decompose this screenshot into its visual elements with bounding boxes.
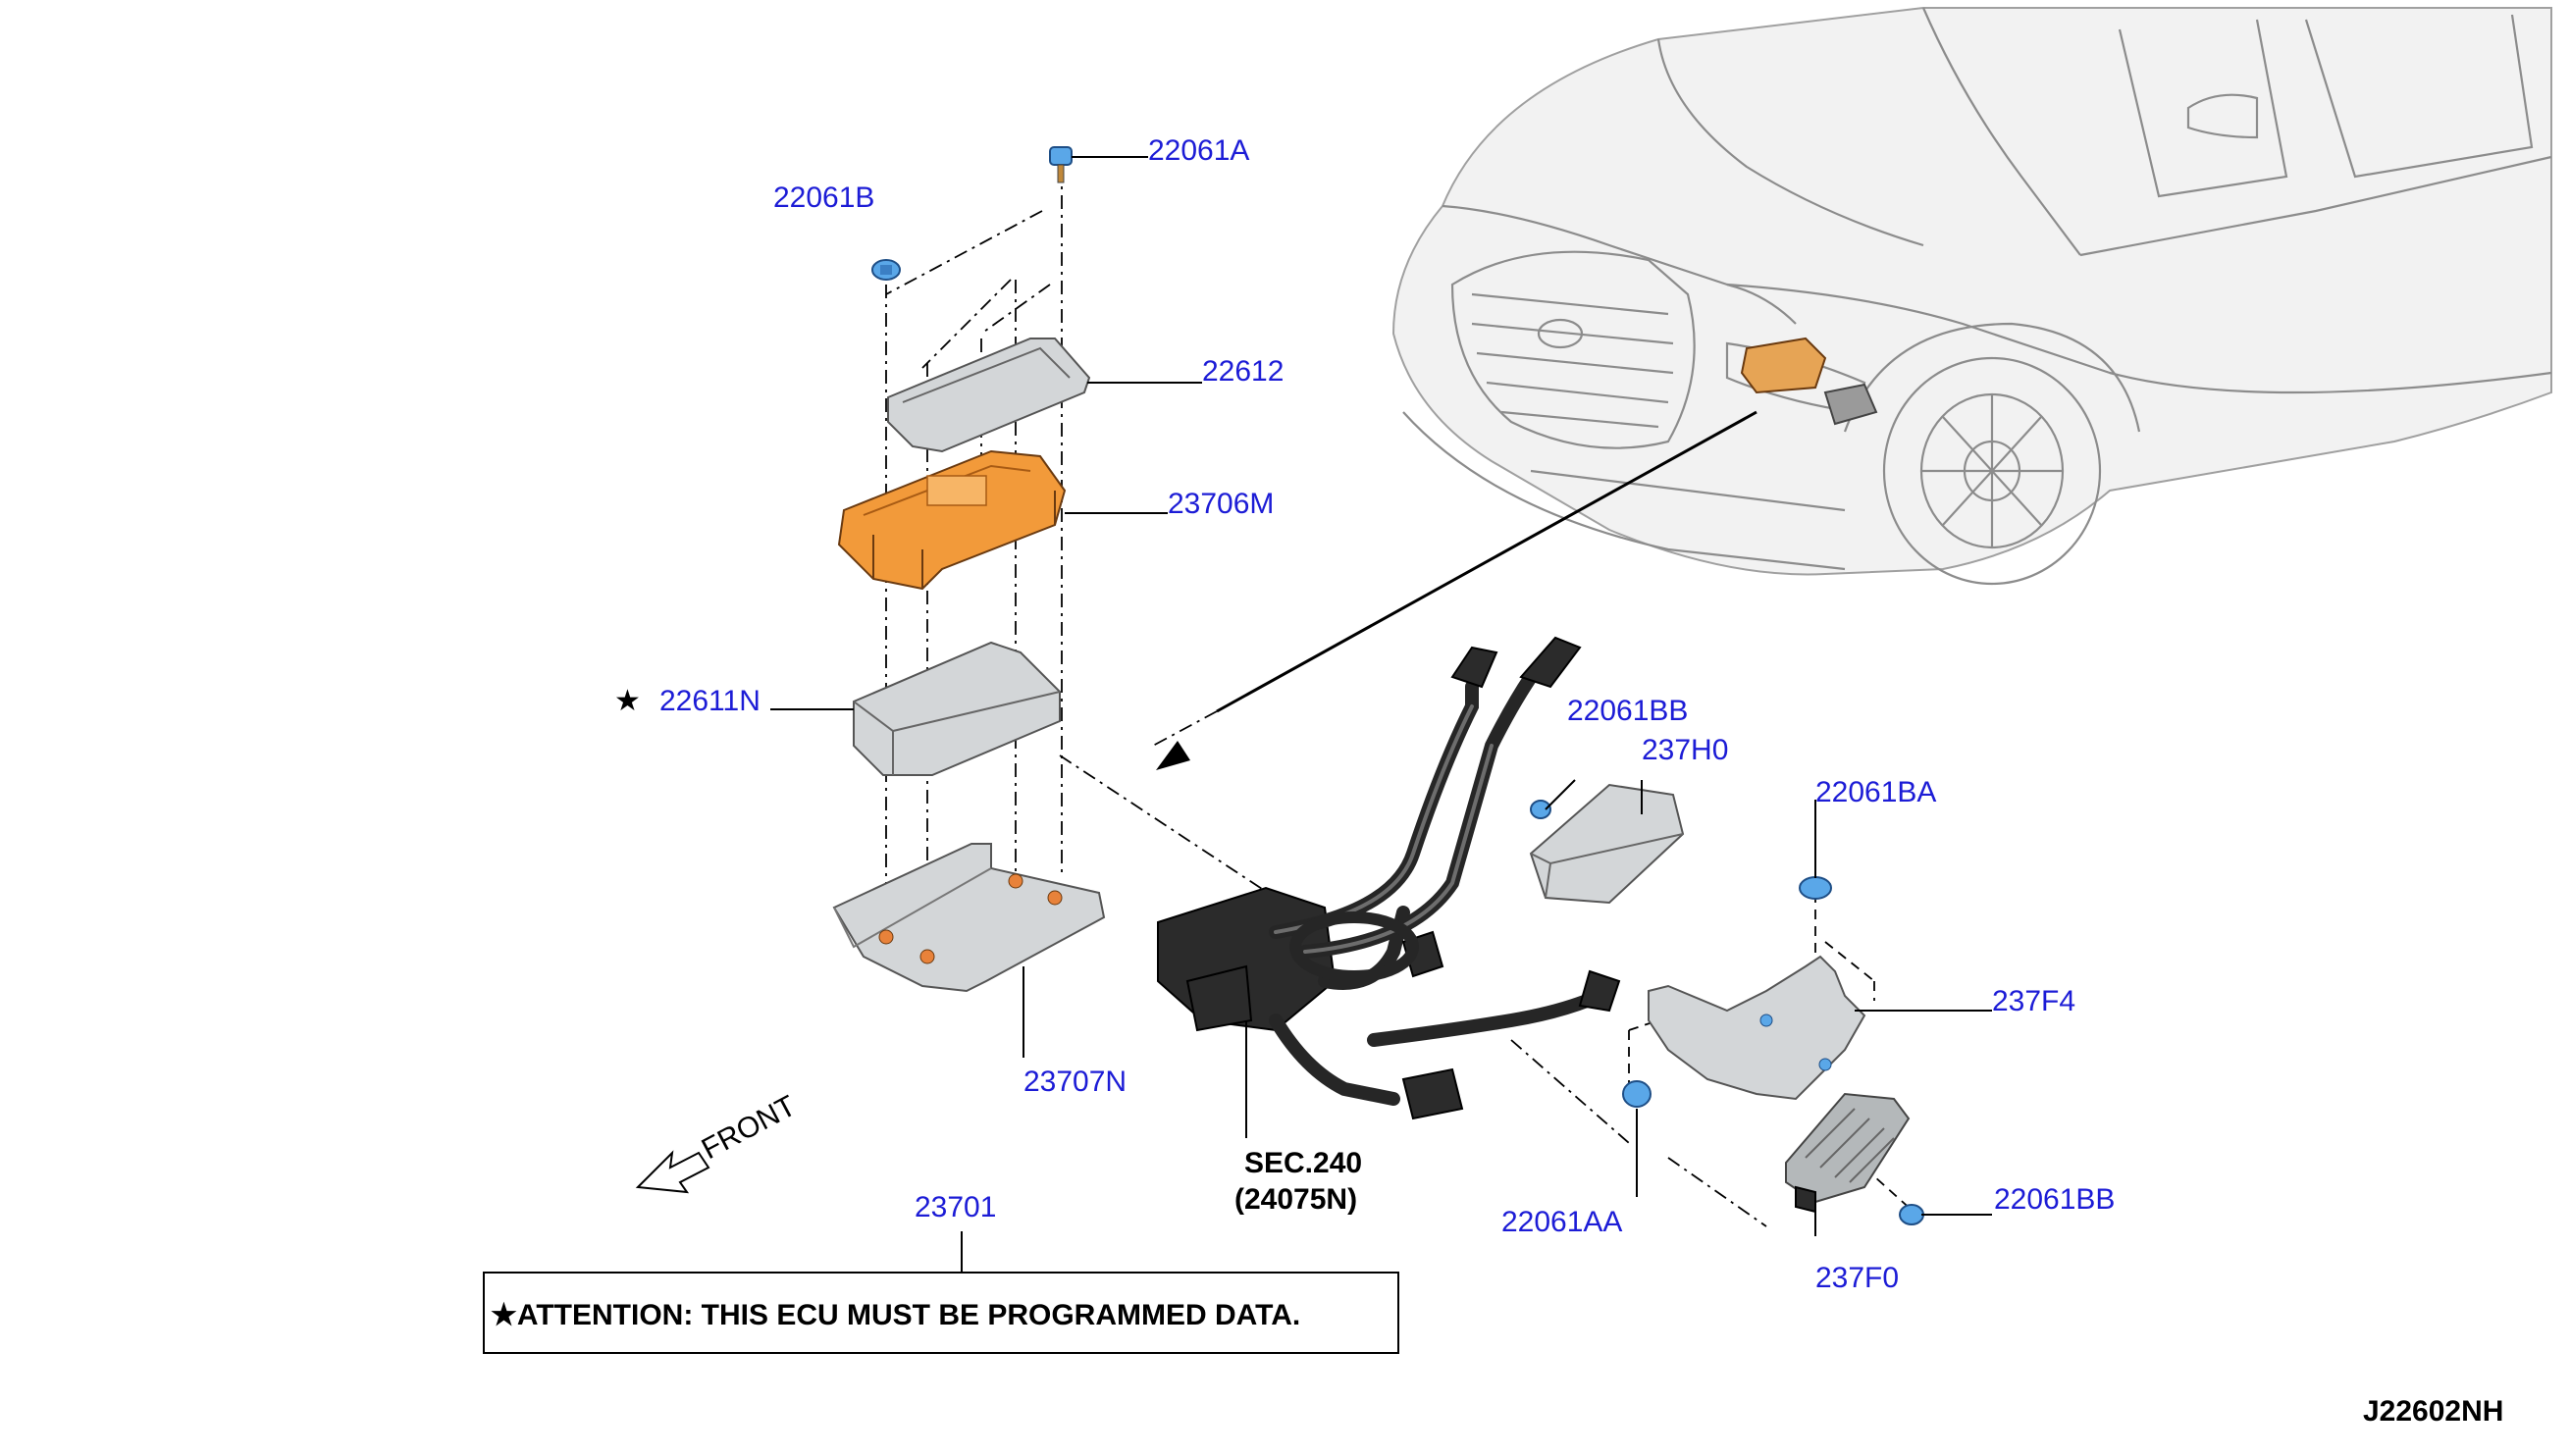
label-22061a[interactable]: 22061A xyxy=(1148,134,1249,167)
label-22061aa[interactable]: 22061AA xyxy=(1501,1206,1622,1238)
location-arrow xyxy=(1152,410,1757,770)
label-22612[interactable]: 22612 xyxy=(1202,355,1284,388)
clip-22061aa xyxy=(1622,1080,1652,1108)
bracket-23706m xyxy=(837,449,1067,591)
front-arrow-icon xyxy=(635,1150,710,1194)
wire-harness xyxy=(1157,636,1621,1120)
label-23701[interactable]: 23701 xyxy=(915,1191,996,1223)
bracket-237f4 xyxy=(1648,955,1866,1101)
label-22061ba[interactable]: 22061BA xyxy=(1815,776,1936,808)
base-bracket-23707n xyxy=(832,843,1106,993)
label-22061bb-top[interactable]: 22061BB xyxy=(1567,695,1688,727)
label-22061bb-bottom[interactable]: 22061BB xyxy=(1994,1183,2115,1216)
vehicle-illustration xyxy=(1391,7,2552,586)
front-label: FRONT xyxy=(697,1090,802,1167)
attention-note: ★ATTENTION: THIS ECU MUST BE PROGRAMMED … xyxy=(483,1272,1399,1354)
bracket-22612 xyxy=(887,338,1091,453)
ecu-22611n xyxy=(853,641,1061,776)
label-237f0[interactable]: 237F0 xyxy=(1815,1262,1899,1294)
clip-22061ba xyxy=(1799,876,1832,900)
label-23707n[interactable]: 23707N xyxy=(1023,1066,1127,1098)
clip-22061bb-bottom xyxy=(1899,1204,1924,1225)
label-23706m[interactable]: 23706M xyxy=(1168,488,1274,520)
module-237f0 xyxy=(1785,1092,1911,1214)
module-237h0 xyxy=(1529,783,1685,905)
attention-text: ★ATTENTION: THIS ECU MUST BE PROGRAMMED … xyxy=(491,1299,1300,1331)
label-237h0[interactable]: 237H0 xyxy=(1642,734,1728,766)
label-237f4[interactable]: 237F4 xyxy=(1992,985,2075,1017)
label-24075n[interactable]: (24075N) xyxy=(1234,1183,1357,1216)
module-location-highlight xyxy=(1740,337,1827,394)
label-sec-240[interactable]: SEC.240 xyxy=(1244,1147,1362,1179)
clip-22061a xyxy=(1049,146,1073,183)
clip-22061b xyxy=(871,259,901,281)
front-direction-indicator: FRONT xyxy=(635,1090,802,1194)
right-parts xyxy=(1510,783,1924,1227)
diagram-code: J22602NH xyxy=(2363,1395,2503,1428)
clip-22061bb-top xyxy=(1530,800,1551,819)
arrow-head-icon xyxy=(1156,741,1190,770)
label-22611n[interactable]: 22611N xyxy=(659,685,761,717)
left-exploded-stack xyxy=(832,146,1106,993)
leader-lines xyxy=(770,156,1992,1273)
star-icon: ★ xyxy=(614,685,641,717)
part-labels: 22061A 22061B 22612 23706M ★ 22611N 2370… xyxy=(614,134,2115,1294)
ecu-harness-link-line xyxy=(1059,754,1306,918)
label-22061b[interactable]: 22061B xyxy=(773,182,874,214)
